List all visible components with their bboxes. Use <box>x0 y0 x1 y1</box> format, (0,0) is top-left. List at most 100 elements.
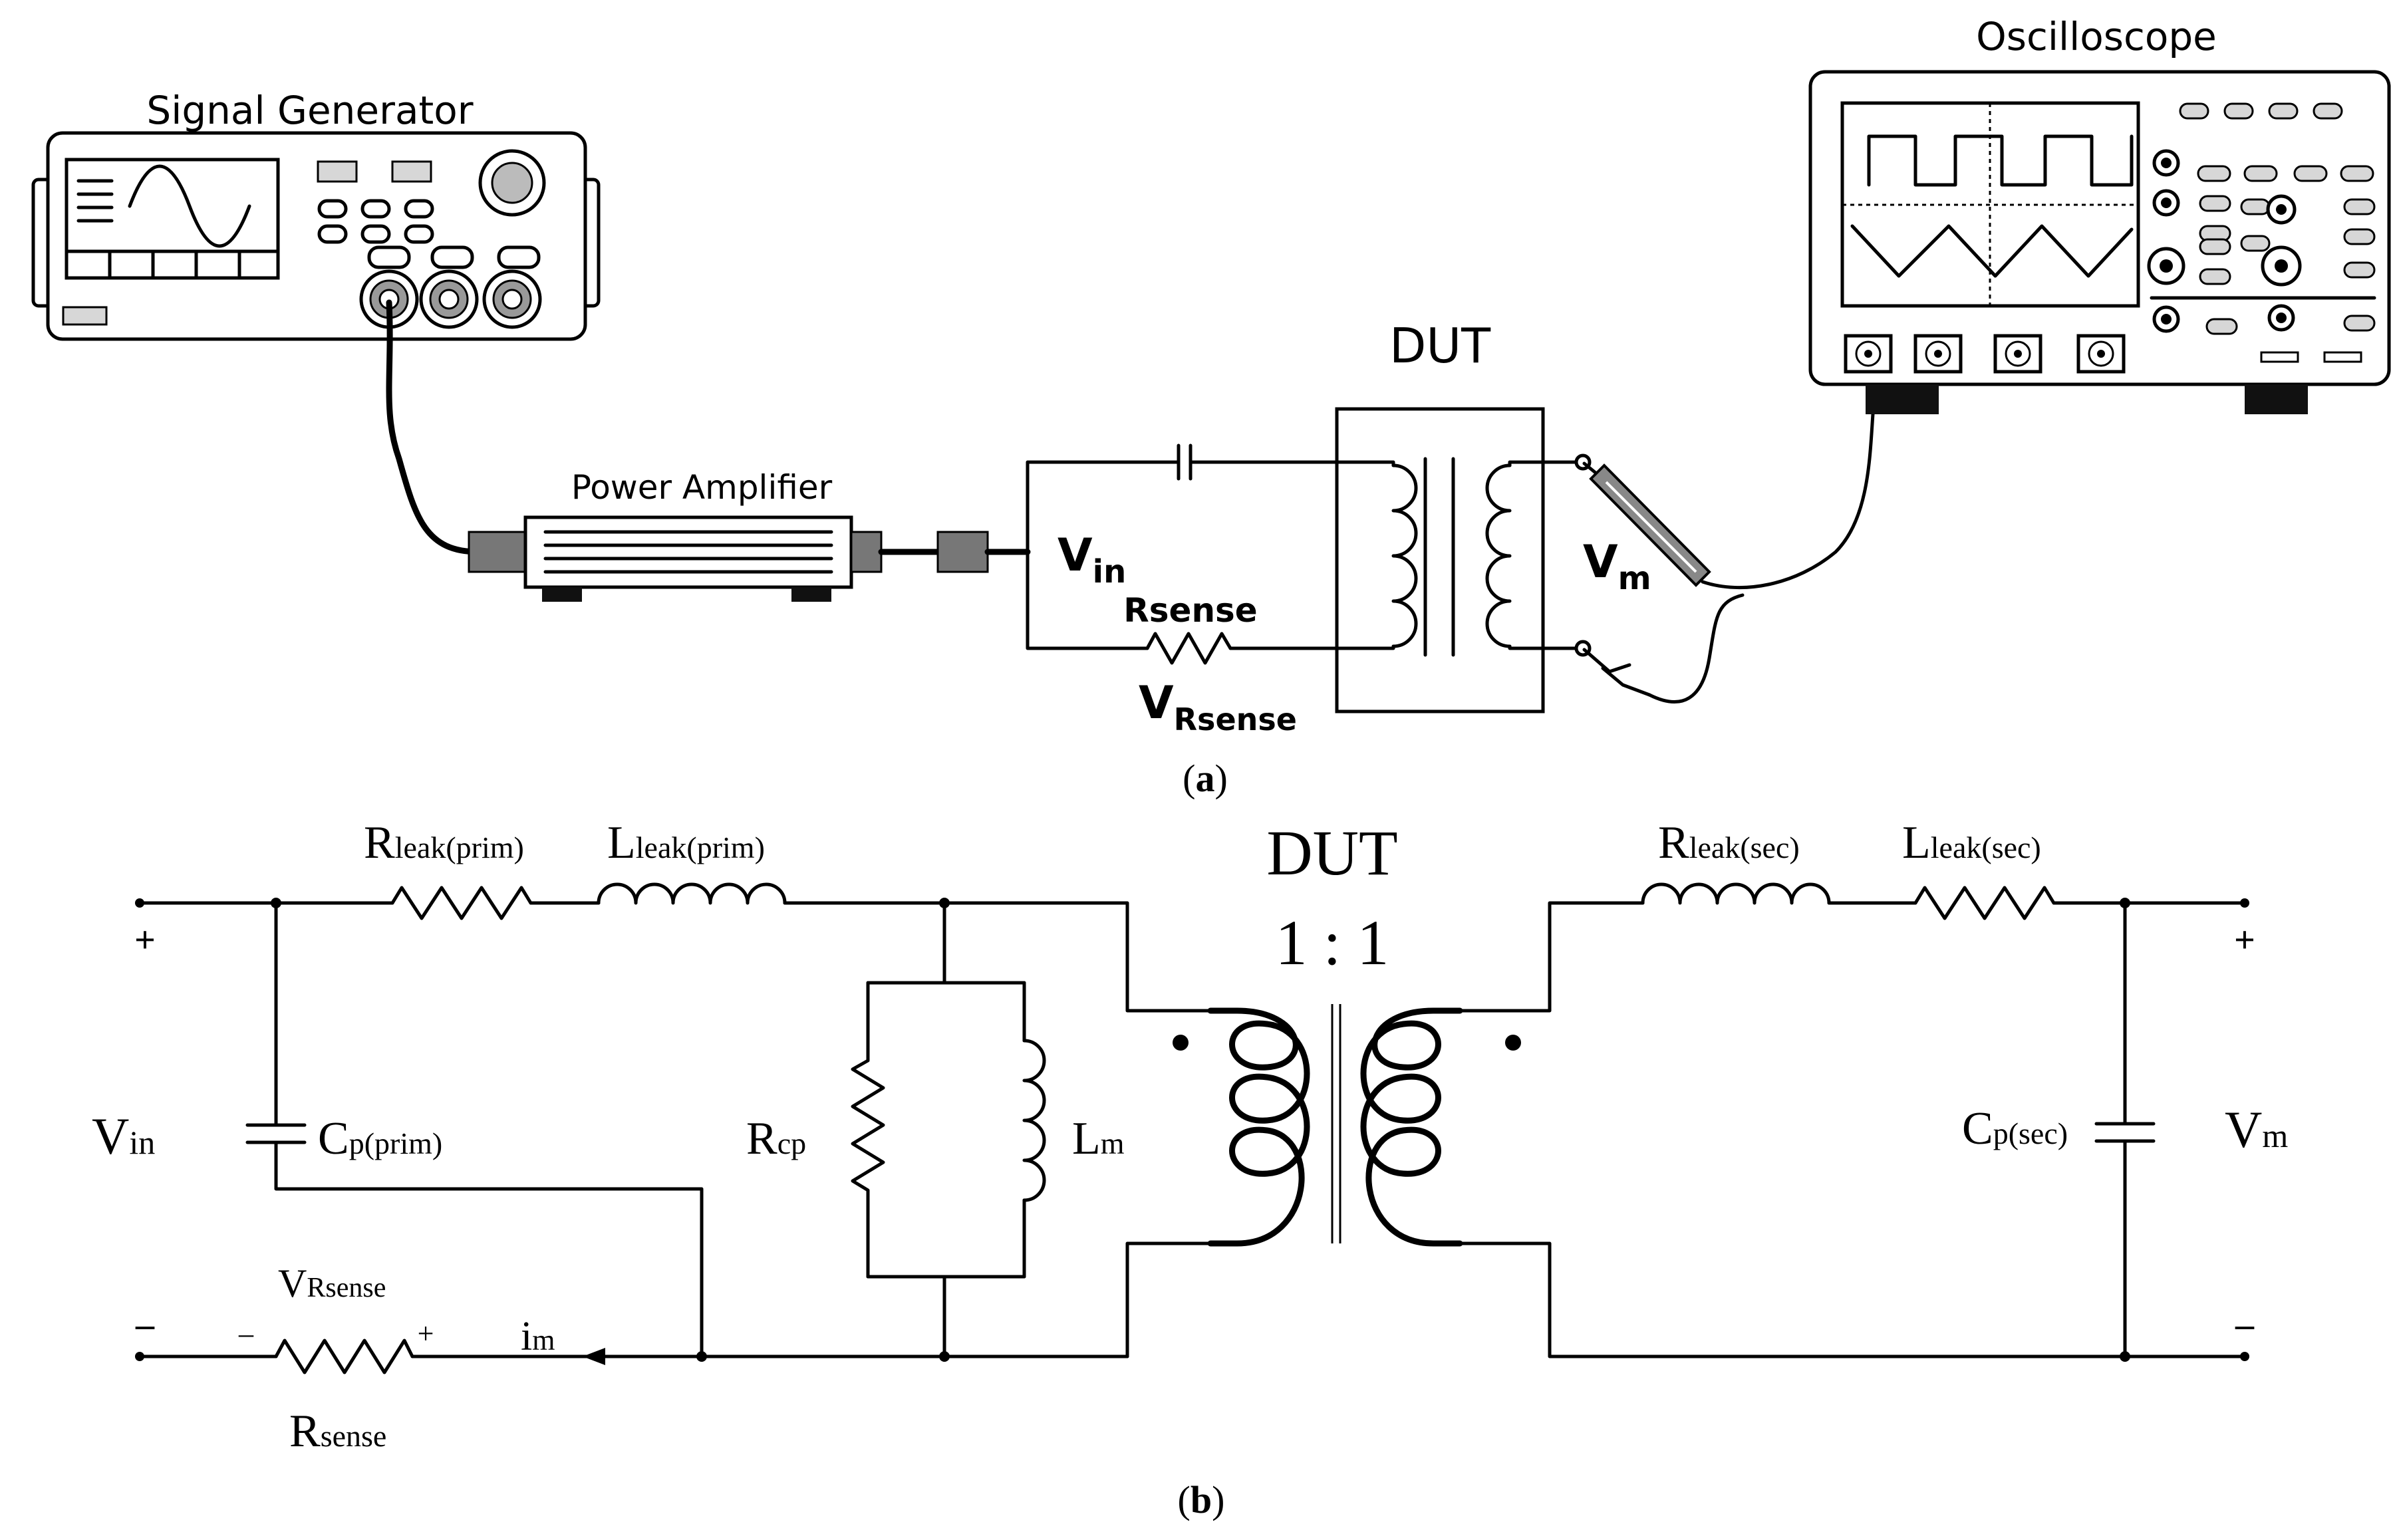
secondary-polarity-dot <box>1505 1035 1521 1051</box>
vin-subscript: in <box>1093 553 1127 590</box>
oscilloscope <box>1808 70 2391 414</box>
input-circuit <box>1026 444 1339 665</box>
figure-a: Signal Generator Power Amplifier <box>31 14 2391 800</box>
oscilloscope-label: Oscilloscope <box>1976 14 2217 59</box>
lleak-prim-label: L <box>607 817 636 868</box>
rsense-resistor-b <box>274 1339 414 1374</box>
vrsense-label: V <box>1139 677 1174 729</box>
secondary-winding <box>1485 463 1512 648</box>
caption-b-close: ) <box>1212 1478 1224 1521</box>
lleak-prim-subscript: leak(prim) <box>636 831 765 864</box>
rleak-prim-label: R <box>364 817 395 868</box>
input-terminal-minus <box>135 1352 144 1361</box>
vm-subscript-b: m <box>2262 1117 2288 1154</box>
svg-text:Lleak(sec): Lleak(sec) <box>1902 817 2041 868</box>
lleak-prim-inductor <box>597 882 787 905</box>
generator-bnc-outputs[interactable] <box>359 269 542 329</box>
lm-subscript: m <box>1101 1126 1125 1160</box>
generator-function-button[interactable] <box>317 160 358 183</box>
svg-text:im: im <box>521 1314 555 1359</box>
svg-text:VRsense: VRsense <box>1139 677 1297 737</box>
svg-text:Rleak(prim): Rleak(prim) <box>364 817 524 868</box>
figure-b: DUT 1 : 1 Rleak(prim) Lleak(prim) Rleak(… <box>92 817 2288 1521</box>
vrsense-label-b: V <box>278 1261 307 1305</box>
secondary-winding-b <box>1360 1007 1463 1247</box>
power-amplifier <box>468 515 883 602</box>
lleak-sec-inductor <box>1641 882 1831 905</box>
svg-text:Vin: Vin <box>1057 529 1126 590</box>
primary-polarity-dot <box>1173 1035 1189 1051</box>
cp-prim-label: C <box>318 1113 349 1164</box>
lm-inductor <box>1022 1039 1046 1202</box>
svg-text:Lleak(prim): Lleak(prim) <box>607 817 765 868</box>
output-terminal-minus <box>2240 1352 2249 1361</box>
cp-prim-subscript: p(prim) <box>349 1126 443 1160</box>
probe-cable <box>1701 384 1878 590</box>
rcp-subscript: cp <box>777 1126 806 1160</box>
vin-label: V <box>1057 529 1093 582</box>
oscilloscope-screen <box>1840 101 2140 308</box>
vin-label-b: V <box>92 1107 129 1165</box>
ideal-transformer <box>1173 1004 1521 1247</box>
svg-text:Rsense: Rsense <box>289 1406 386 1457</box>
rsense-plus-sign: + <box>418 1317 434 1350</box>
svg-text:VRsense: VRsense <box>278 1261 386 1305</box>
vm-subscript: m <box>1618 560 1651 597</box>
oscilloscope-control-buttons[interactable] <box>2147 102 2376 363</box>
vrsense-subscript: Rsense <box>1174 702 1297 737</box>
power-button[interactable] <box>62 306 108 326</box>
output-plus-sign: + <box>2234 920 2255 961</box>
caption-a-open: ( <box>1183 757 1195 800</box>
dut-transformer <box>1335 407 1592 713</box>
dut-label-a: DUT <box>1389 318 1491 374</box>
input-terminal-plus <box>135 898 144 908</box>
svg-text:Lm: Lm <box>1072 1113 1125 1164</box>
signal-generator-display <box>65 158 280 280</box>
caption-a-letter: a <box>1196 757 1215 800</box>
rleak-prim-subscript: leak(prim) <box>395 831 524 864</box>
dut-box <box>1335 407 1545 713</box>
rcp-label: R <box>746 1113 777 1164</box>
sine-wave-icon <box>128 164 251 248</box>
lleak-sec-label: L <box>1902 817 1931 868</box>
oscilloscope-channel-inputs[interactable] <box>1844 334 2126 374</box>
rleak-sec-resistor <box>1913 886 2056 920</box>
svg-text:Cp(sec): Cp(sec) <box>1962 1103 2068 1154</box>
input-plus-sign: + <box>134 920 156 961</box>
svg-text:Rleak(sec): Rleak(sec) <box>1658 817 1800 868</box>
rcp-resistor <box>851 981 885 1279</box>
rsense-resistor <box>1145 632 1232 665</box>
svg-text:(b): (b) <box>1178 1478 1225 1521</box>
lleak-sec-subscript: leak(sec) <box>1931 831 2041 864</box>
rsense-subscript-b: sense <box>321 1419 387 1453</box>
power-amplifier-label: Power Amplifier <box>571 468 833 507</box>
svg-text:Vm: Vm <box>1583 536 1651 597</box>
dut-label-b: DUT <box>1266 817 1397 888</box>
rleak-prim-resistor <box>390 886 533 920</box>
triangle-wave-trace <box>1850 224 2134 278</box>
oscilloscope-probe <box>1582 384 1878 704</box>
rleak-sec-label: R <box>1658 817 1689 868</box>
cp-sec-label: C <box>1962 1103 1993 1154</box>
cp-sec-subscript: p(sec) <box>1993 1116 2068 1150</box>
svg-text:Rcp: Rcp <box>746 1113 806 1164</box>
vin-subscript-b: in <box>129 1124 155 1161</box>
rsense-minus-sign: – <box>238 1317 254 1350</box>
bnc-connector <box>936 531 989 573</box>
generator-keypad[interactable] <box>317 199 541 269</box>
svg-text:Vin: Vin <box>92 1107 155 1165</box>
caption-a-close: ) <box>1215 757 1228 800</box>
rsense-label-b: R <box>289 1406 321 1457</box>
rleak-sec-subscript: leak(sec) <box>1689 831 1800 864</box>
generator-menu-button[interactable] <box>391 160 432 183</box>
signal-generator <box>31 131 601 341</box>
svg-text:Cp(prim): Cp(prim) <box>318 1113 442 1164</box>
generator-cable <box>386 299 482 555</box>
input-minus-sign: – <box>135 1304 155 1345</box>
im-label: i <box>521 1314 532 1359</box>
current-arrow-icon <box>583 1348 605 1365</box>
svg-text:(a): (a) <box>1183 757 1228 800</box>
turns-ratio-label: 1 : 1 <box>1276 907 1389 978</box>
square-wave-trace <box>1867 134 2134 187</box>
